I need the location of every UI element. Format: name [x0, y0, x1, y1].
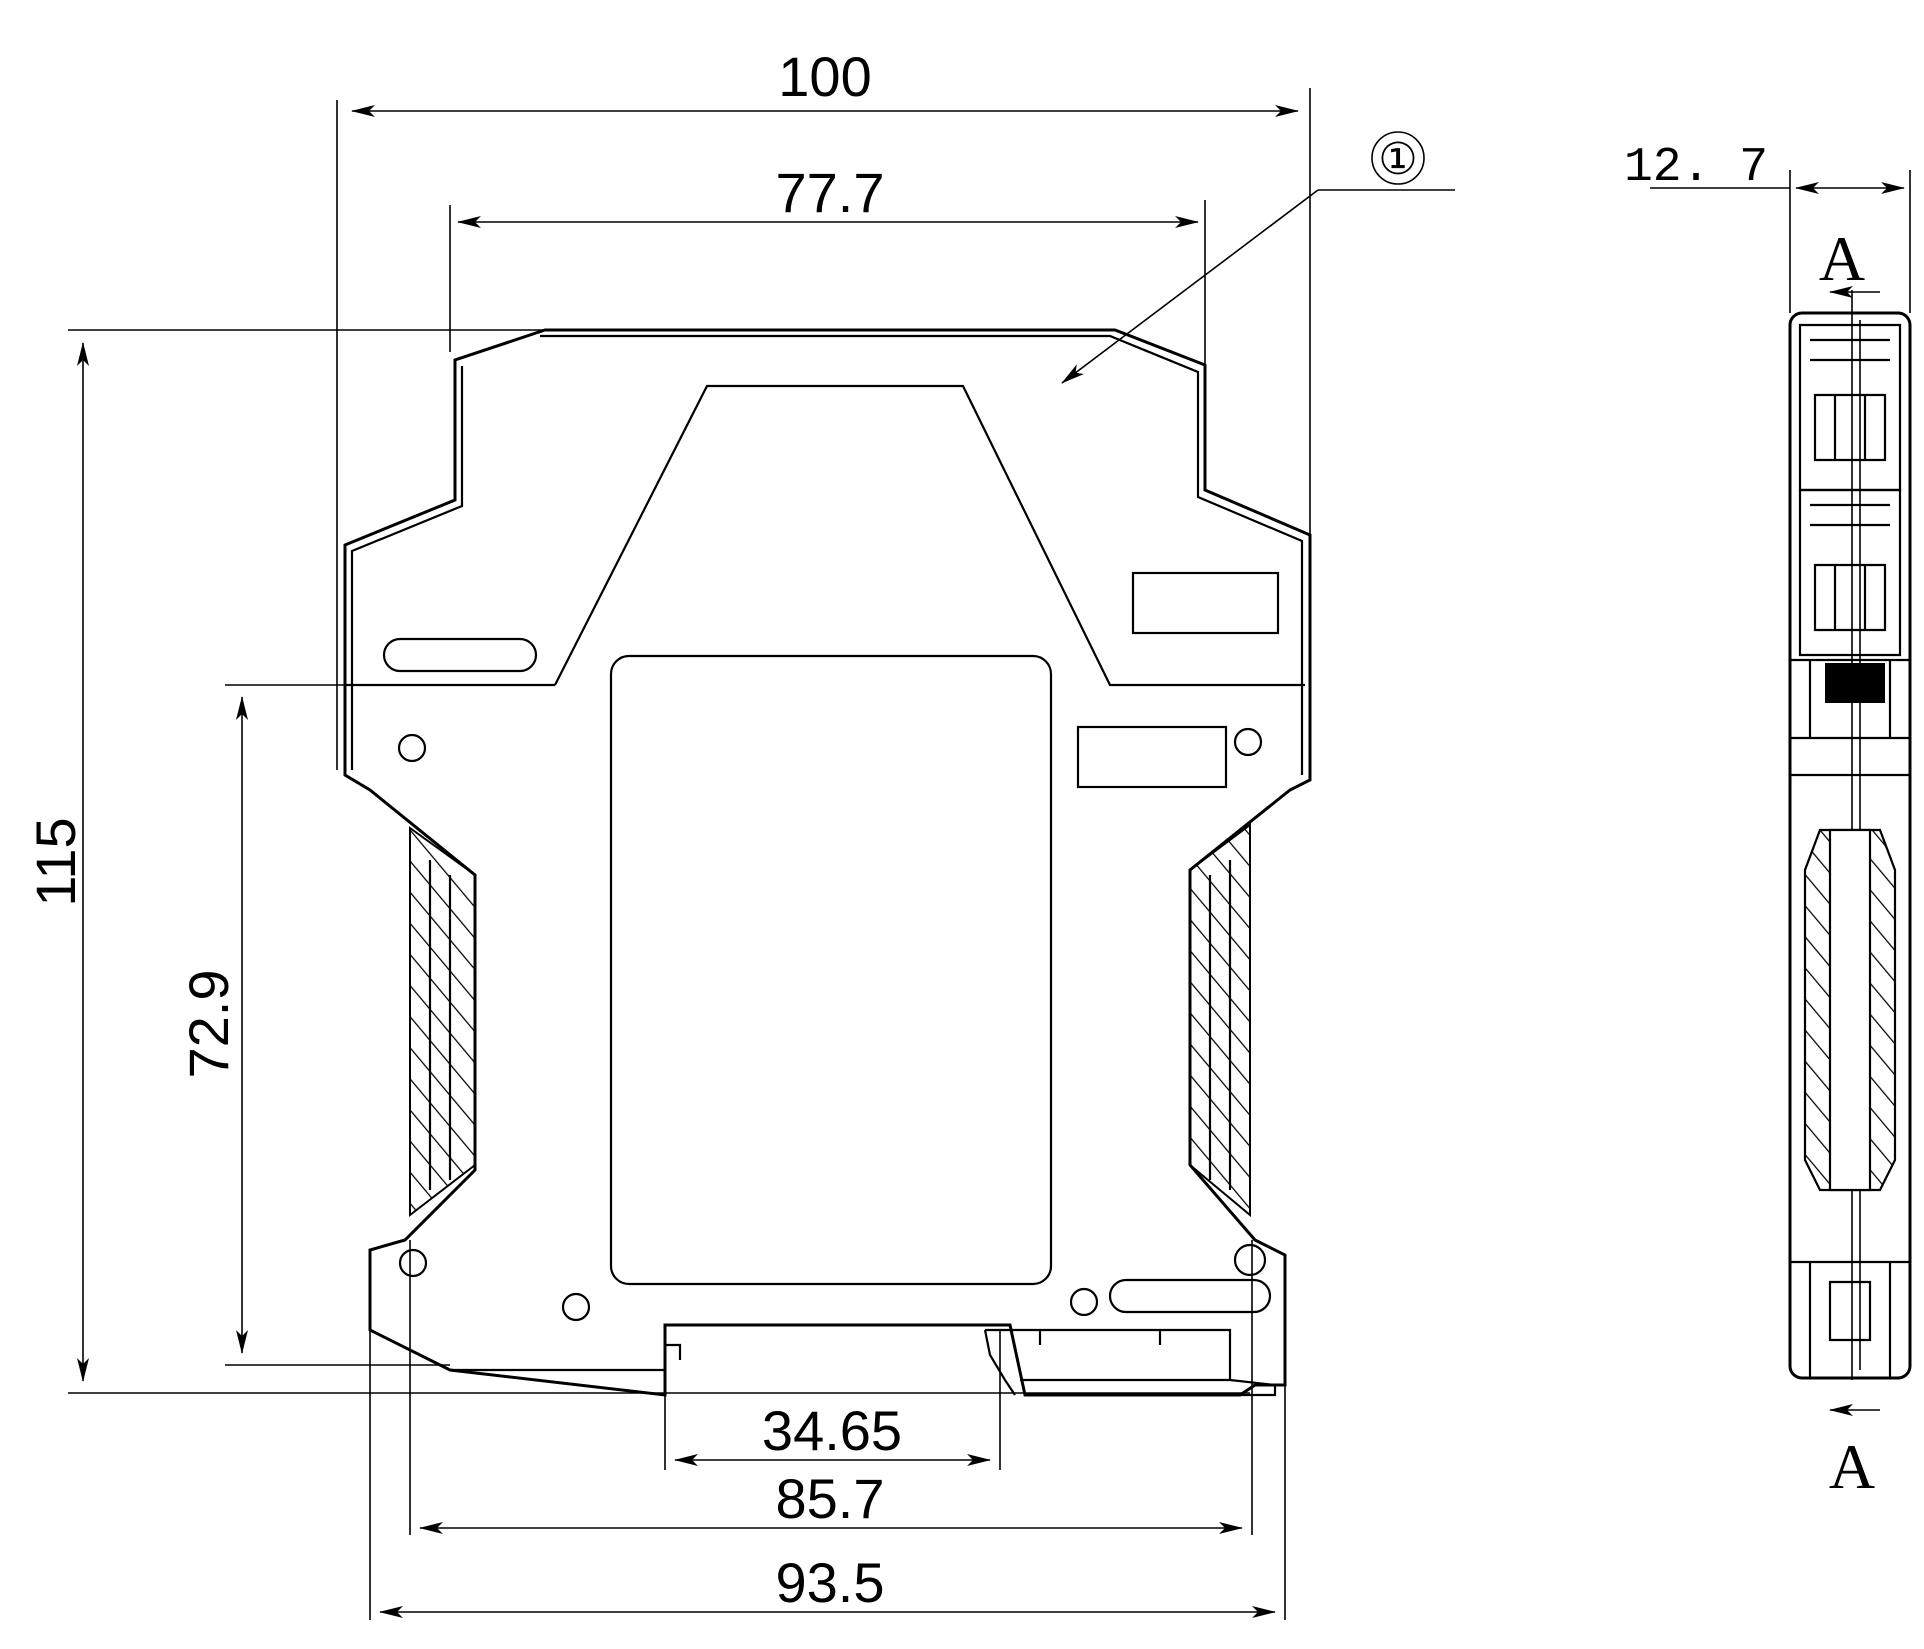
dim-label-93-5: 93.5 — [776, 1551, 885, 1614]
hole-lower-right-1 — [1069, 1287, 1099, 1317]
side-outline — [1788, 311, 1912, 1380]
left-terminal-hatch — [409, 826, 476, 1218]
right-terminal-steps — [1208, 860, 1232, 1190]
dim-label-85-7: 85.7 — [776, 1467, 885, 1530]
hole-lower-right-2 — [1233, 1243, 1267, 1277]
dim-label-72-9: 72.9 — [177, 970, 240, 1079]
side-ext-lines — [1650, 170, 1911, 313]
front-dimensions: 100 77.7 115 72.9 34.65 85.7 93.5 ① — [24, 45, 1455, 1620]
dim-label-12-7: 12. 7 — [1624, 141, 1768, 195]
left-terminal-steps — [428, 860, 452, 1190]
side-terminal-block-1 — [1798, 323, 1902, 492]
dim-label-100: 100 — [778, 45, 871, 108]
side-bottom-foot — [1790, 1260, 1910, 1378]
side-mid-lines — [1790, 658, 1910, 777]
housing-inner-line — [350, 334, 1304, 775]
bottom-right-slot — [1108, 1278, 1272, 1314]
dim-label-34-65: 34.65 — [762, 1399, 902, 1462]
side-label-chip — [1825, 663, 1885, 703]
ext-lines — [68, 88, 1311, 1620]
top-window-trapezoid — [345, 384, 1305, 687]
section-label-bottom: A — [1829, 1431, 1875, 1502]
side-terminal-block-2 — [1798, 488, 1902, 657]
led-window-2 — [1076, 725, 1228, 789]
callout-leader-arrow — [1061, 189, 1319, 384]
bottom-left-foot — [369, 1329, 682, 1372]
housing-outline — [343, 328, 1312, 1397]
hole-lower-left-1 — [398, 1248, 428, 1278]
led-window-1 — [1131, 571, 1280, 635]
side-connector-core — [1828, 828, 1872, 1192]
right-terminal-hatch — [1189, 823, 1251, 1218]
hole-upper-right — [1233, 727, 1263, 757]
left-slot — [382, 637, 538, 673]
callout-circle — [1371, 131, 1425, 185]
section-label-top: A — [1819, 223, 1865, 294]
callout-marker: ① — [1378, 134, 1417, 185]
hole-upper-left — [397, 733, 427, 763]
dim-label-115: 115 — [24, 817, 87, 906]
side-view: 12. 7 A A — [1624, 141, 1912, 1502]
din-rail-clip — [983, 1328, 1277, 1397]
hole-lower-left-2 — [561, 1292, 591, 1322]
front-label-area — [609, 654, 1053, 1286]
dim-label-77-7: 77.7 — [776, 161, 885, 224]
front-view — [343, 328, 1312, 1397]
